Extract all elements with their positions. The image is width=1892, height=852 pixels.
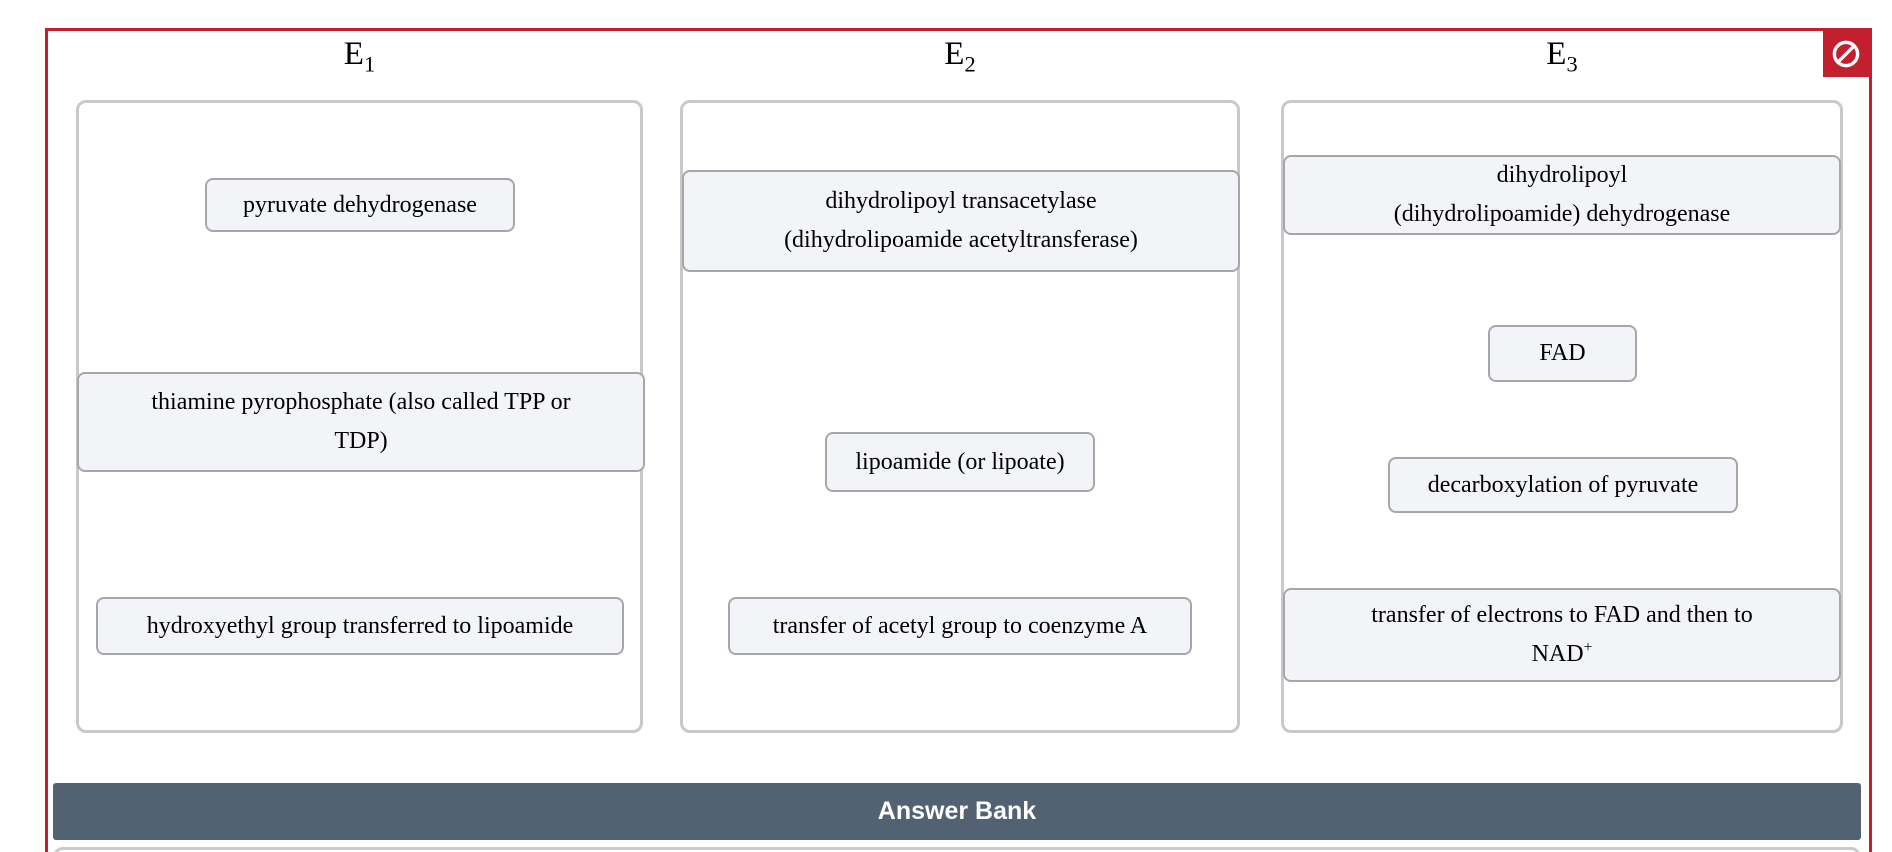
answer-tile-text: hydroxyethyl group transferred to lipoam… bbox=[110, 607, 610, 646]
answer-tile-text: transfer of acetyl group to coenzyme A bbox=[742, 607, 1178, 646]
column-header-base: E bbox=[944, 36, 965, 72]
answer-tile[interactable]: transfer of acetyl group to coenzyme A bbox=[728, 597, 1192, 655]
column-header-base: E bbox=[343, 36, 364, 72]
answer-bank-label: Answer Bank bbox=[877, 797, 1037, 825]
answer-tile-label: thiamine pyrophosphate (also called TPP … bbox=[151, 389, 571, 454]
answer-tile-text: dihydrolipoyl transacetylase (dihydrolip… bbox=[696, 182, 1226, 260]
column-header-e2: E2 bbox=[680, 34, 1240, 77]
answer-tile-text: dihydrolipoyl (dihydrolipoamide) dehydro… bbox=[1297, 156, 1827, 234]
answer-tile-label: hydroxyethyl group transferred to lipoam… bbox=[146, 612, 574, 639]
answer-tile[interactable]: dihydrolipoyl transacetylase (dihydrolip… bbox=[682, 170, 1240, 272]
answer-tile[interactable]: FAD bbox=[1488, 325, 1637, 382]
answer-tile[interactable]: dihydrolipoyl (dihydrolipoamide) dehydro… bbox=[1283, 155, 1841, 235]
column-header-subscript: 2 bbox=[964, 51, 976, 77]
answer-tile-text: decarboxylation of pyruvate bbox=[1402, 466, 1724, 505]
answer-tile-label: lipoamide (or lipoate) bbox=[855, 448, 1065, 475]
answer-tile[interactable]: thiamine pyrophosphate (also called TPP … bbox=[77, 372, 645, 472]
answer-tile[interactable]: hydroxyethyl group transferred to lipoam… bbox=[96, 597, 624, 655]
column-header-subscript: 1 bbox=[363, 51, 376, 77]
ban-icon bbox=[1832, 40, 1860, 68]
answer-tile-label: FAD bbox=[1539, 340, 1586, 367]
column-header-subscript: 3 bbox=[1566, 51, 1578, 77]
answer-tile-text: lipoamide (or lipoate) bbox=[839, 443, 1081, 482]
column-header-base: E bbox=[1546, 36, 1567, 72]
answer-tile-label: dihydrolipoyl (dihydrolipoamide) dehydro… bbox=[1393, 162, 1731, 227]
answer-tile-label: decarboxylation of pyruvate bbox=[1427, 471, 1699, 498]
answer-tile[interactable]: pyruvate dehydrogenase bbox=[205, 178, 515, 232]
answer-tile-label: pyruvate dehydrogenase bbox=[243, 191, 477, 218]
answer-tile[interactable]: decarboxylation of pyruvate bbox=[1388, 457, 1738, 513]
answer-tile-text: transfer of electrons to FAD and then to… bbox=[1297, 596, 1827, 674]
answer-bank-dropzone[interactable] bbox=[53, 847, 1861, 852]
answer-tile-label: transfer of electrons to FAD and then to… bbox=[1371, 602, 1753, 667]
no-drop-indicator bbox=[1823, 31, 1869, 77]
answer-tile-text: FAD bbox=[1502, 334, 1623, 373]
answer-tile[interactable]: transfer of electrons to FAD and then to… bbox=[1283, 588, 1841, 682]
answer-tile-label: transfer of acetyl group to coenzyme A bbox=[772, 612, 1148, 639]
column-header-e1: E1 bbox=[76, 34, 643, 77]
answer-tile-superscript: + bbox=[1583, 639, 1593, 656]
answer-tile[interactable]: lipoamide (or lipoate) bbox=[825, 432, 1095, 492]
answer-tile-text: pyruvate dehydrogenase bbox=[219, 186, 501, 225]
answer-bank-header: Answer Bank bbox=[53, 783, 1861, 840]
answer-tile-text: thiamine pyrophosphate (also called TPP … bbox=[91, 383, 631, 461]
column-header-e3: E3 bbox=[1281, 34, 1843, 77]
question-frame bbox=[45, 28, 1872, 852]
answer-tile-label: dihydrolipoyl transacetylase (dihydrolip… bbox=[784, 188, 1138, 253]
